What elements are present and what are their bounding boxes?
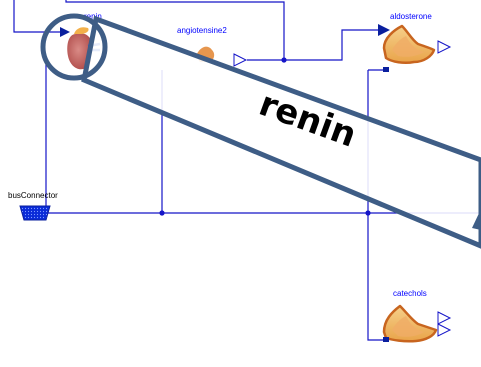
bus-input-port[interactable]	[383, 67, 389, 72]
junction-dots	[44, 57, 371, 216]
aldosterone-block[interactable]: aldosterone	[378, 12, 452, 72]
bus-connector-icon[interactable]	[19, 205, 51, 221]
bus-connector[interactable]: busConnector	[8, 191, 58, 221]
callout-lens-ring	[40, 13, 108, 81]
adrenal-inner-icon	[392, 36, 424, 57]
output-port-icon[interactable]	[437, 323, 452, 337]
adrenal-cap-icon	[74, 27, 89, 34]
callout-overlay: renin	[40, 13, 481, 249]
callout-band	[81, 15, 481, 249]
junction-dot	[365, 210, 371, 216]
output-port-icon[interactable]	[233, 53, 248, 67]
output-port-icon[interactable]	[437, 40, 452, 54]
callout-arrow-icon	[472, 209, 481, 230]
bus-input-port[interactable]	[383, 337, 389, 342]
adrenal-inner-icon	[392, 316, 424, 337]
wire-top-loop[interactable]	[65, 0, 285, 60]
catechols-block[interactable]: catechols	[382, 289, 452, 343]
input-port-icon[interactable]	[60, 27, 70, 37]
catechols-label: catechols	[393, 289, 427, 298]
output-port-icon[interactable]	[437, 311, 452, 325]
bus-connector-label: busConnector	[8, 191, 58, 200]
angiotensine2-label: angiotensine2	[177, 26, 227, 35]
junction-dot	[159, 210, 165, 216]
aldosterone-label: aldosterone	[390, 12, 432, 21]
input-port-icon[interactable]	[378, 24, 390, 36]
junction-dot	[281, 57, 287, 63]
wire-angiotensine2-to-aldosterone[interactable]	[247, 29, 378, 61]
renin-label: renin	[84, 12, 102, 21]
